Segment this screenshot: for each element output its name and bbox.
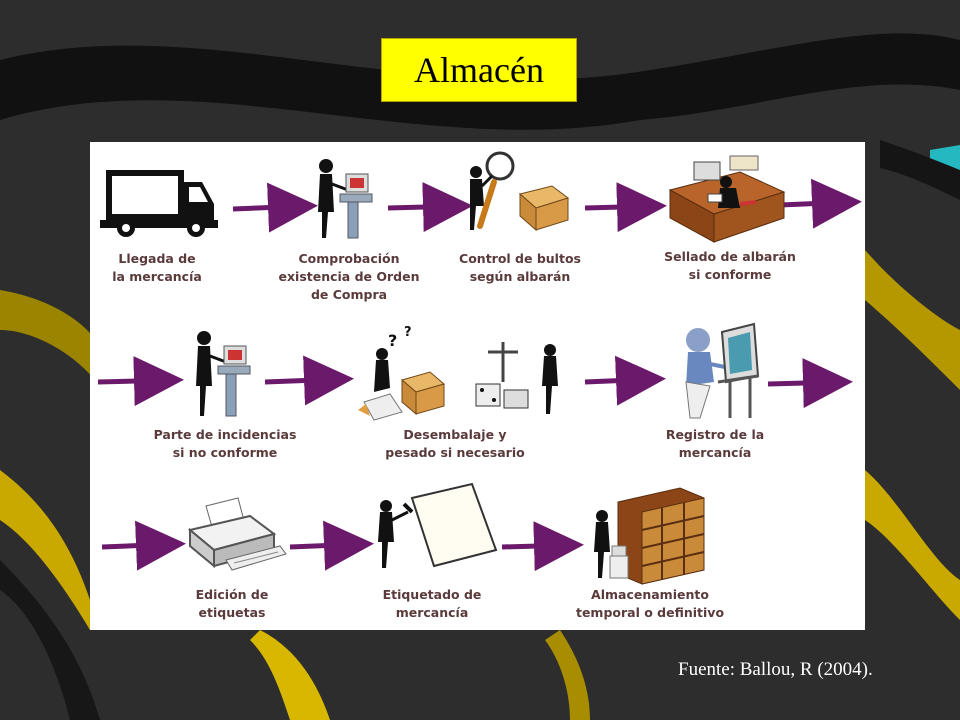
computer-worker-icon xyxy=(318,159,373,239)
flow-arrow xyxy=(779,178,862,229)
step-label: Desembalaje y pesado si necesario xyxy=(385,427,525,460)
svg-text:?: ? xyxy=(404,325,412,340)
flow-arrow xyxy=(584,355,666,406)
flow-arrow xyxy=(387,182,473,233)
process-diagram: ? ? xyxy=(90,142,865,630)
source-credit: Fuente: Ballou, R (2004). xyxy=(678,659,873,680)
labeling-icon xyxy=(378,482,498,568)
flow-arrow xyxy=(264,355,354,406)
truck-icon xyxy=(100,170,218,237)
flow-arrow xyxy=(501,521,584,572)
flow-arrow xyxy=(101,520,186,571)
magnifier-box-icon xyxy=(470,151,570,232)
computer-operator-icon xyxy=(685,322,760,419)
step-label: Registro de la mercancía xyxy=(665,427,765,460)
step-label: Comprobación existencia de Orden de Comp… xyxy=(278,251,420,302)
computer-worker-icon xyxy=(196,331,251,417)
step-label: Parte de incidencias si no conforme xyxy=(153,427,297,460)
step-label: Control de bultos según albarán xyxy=(459,251,581,284)
unpacking-scale-icon: ? ? xyxy=(358,325,558,421)
flow-arrow xyxy=(232,182,318,233)
shelving-icon xyxy=(594,487,705,585)
step-label: Sellado de albarán si conforme xyxy=(664,249,796,282)
step-label: Llegada de la mercancía xyxy=(112,251,202,284)
step-label: Edición de etiquetas xyxy=(195,587,269,620)
flow-arrow xyxy=(767,358,853,409)
step-label: Etiquetado de mercancía xyxy=(382,587,482,620)
slide-title: Almacén xyxy=(381,38,577,102)
printer-icon xyxy=(187,497,287,571)
desk-office-icon xyxy=(668,155,786,243)
flow-arrow xyxy=(97,356,184,407)
step-label: Almacenamiento temporal o definitivo xyxy=(575,587,725,620)
flow-arrow xyxy=(584,182,667,233)
flow-arrow xyxy=(289,520,374,571)
svg-text:?: ? xyxy=(388,331,397,350)
